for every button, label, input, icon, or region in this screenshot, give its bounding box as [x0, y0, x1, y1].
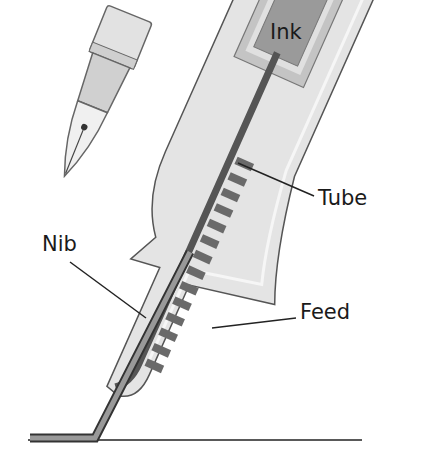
- pen-section: [67, 0, 411, 439]
- leader-line: [238, 163, 314, 196]
- part-label: Tube: [318, 186, 367, 210]
- leader-line: [70, 262, 146, 318]
- part-label: Ink: [270, 20, 302, 44]
- part-label: Feed: [300, 300, 350, 324]
- part-label: Nib: [42, 232, 77, 256]
- leader-line: [212, 318, 296, 328]
- pen-icon: [42, 5, 152, 185]
